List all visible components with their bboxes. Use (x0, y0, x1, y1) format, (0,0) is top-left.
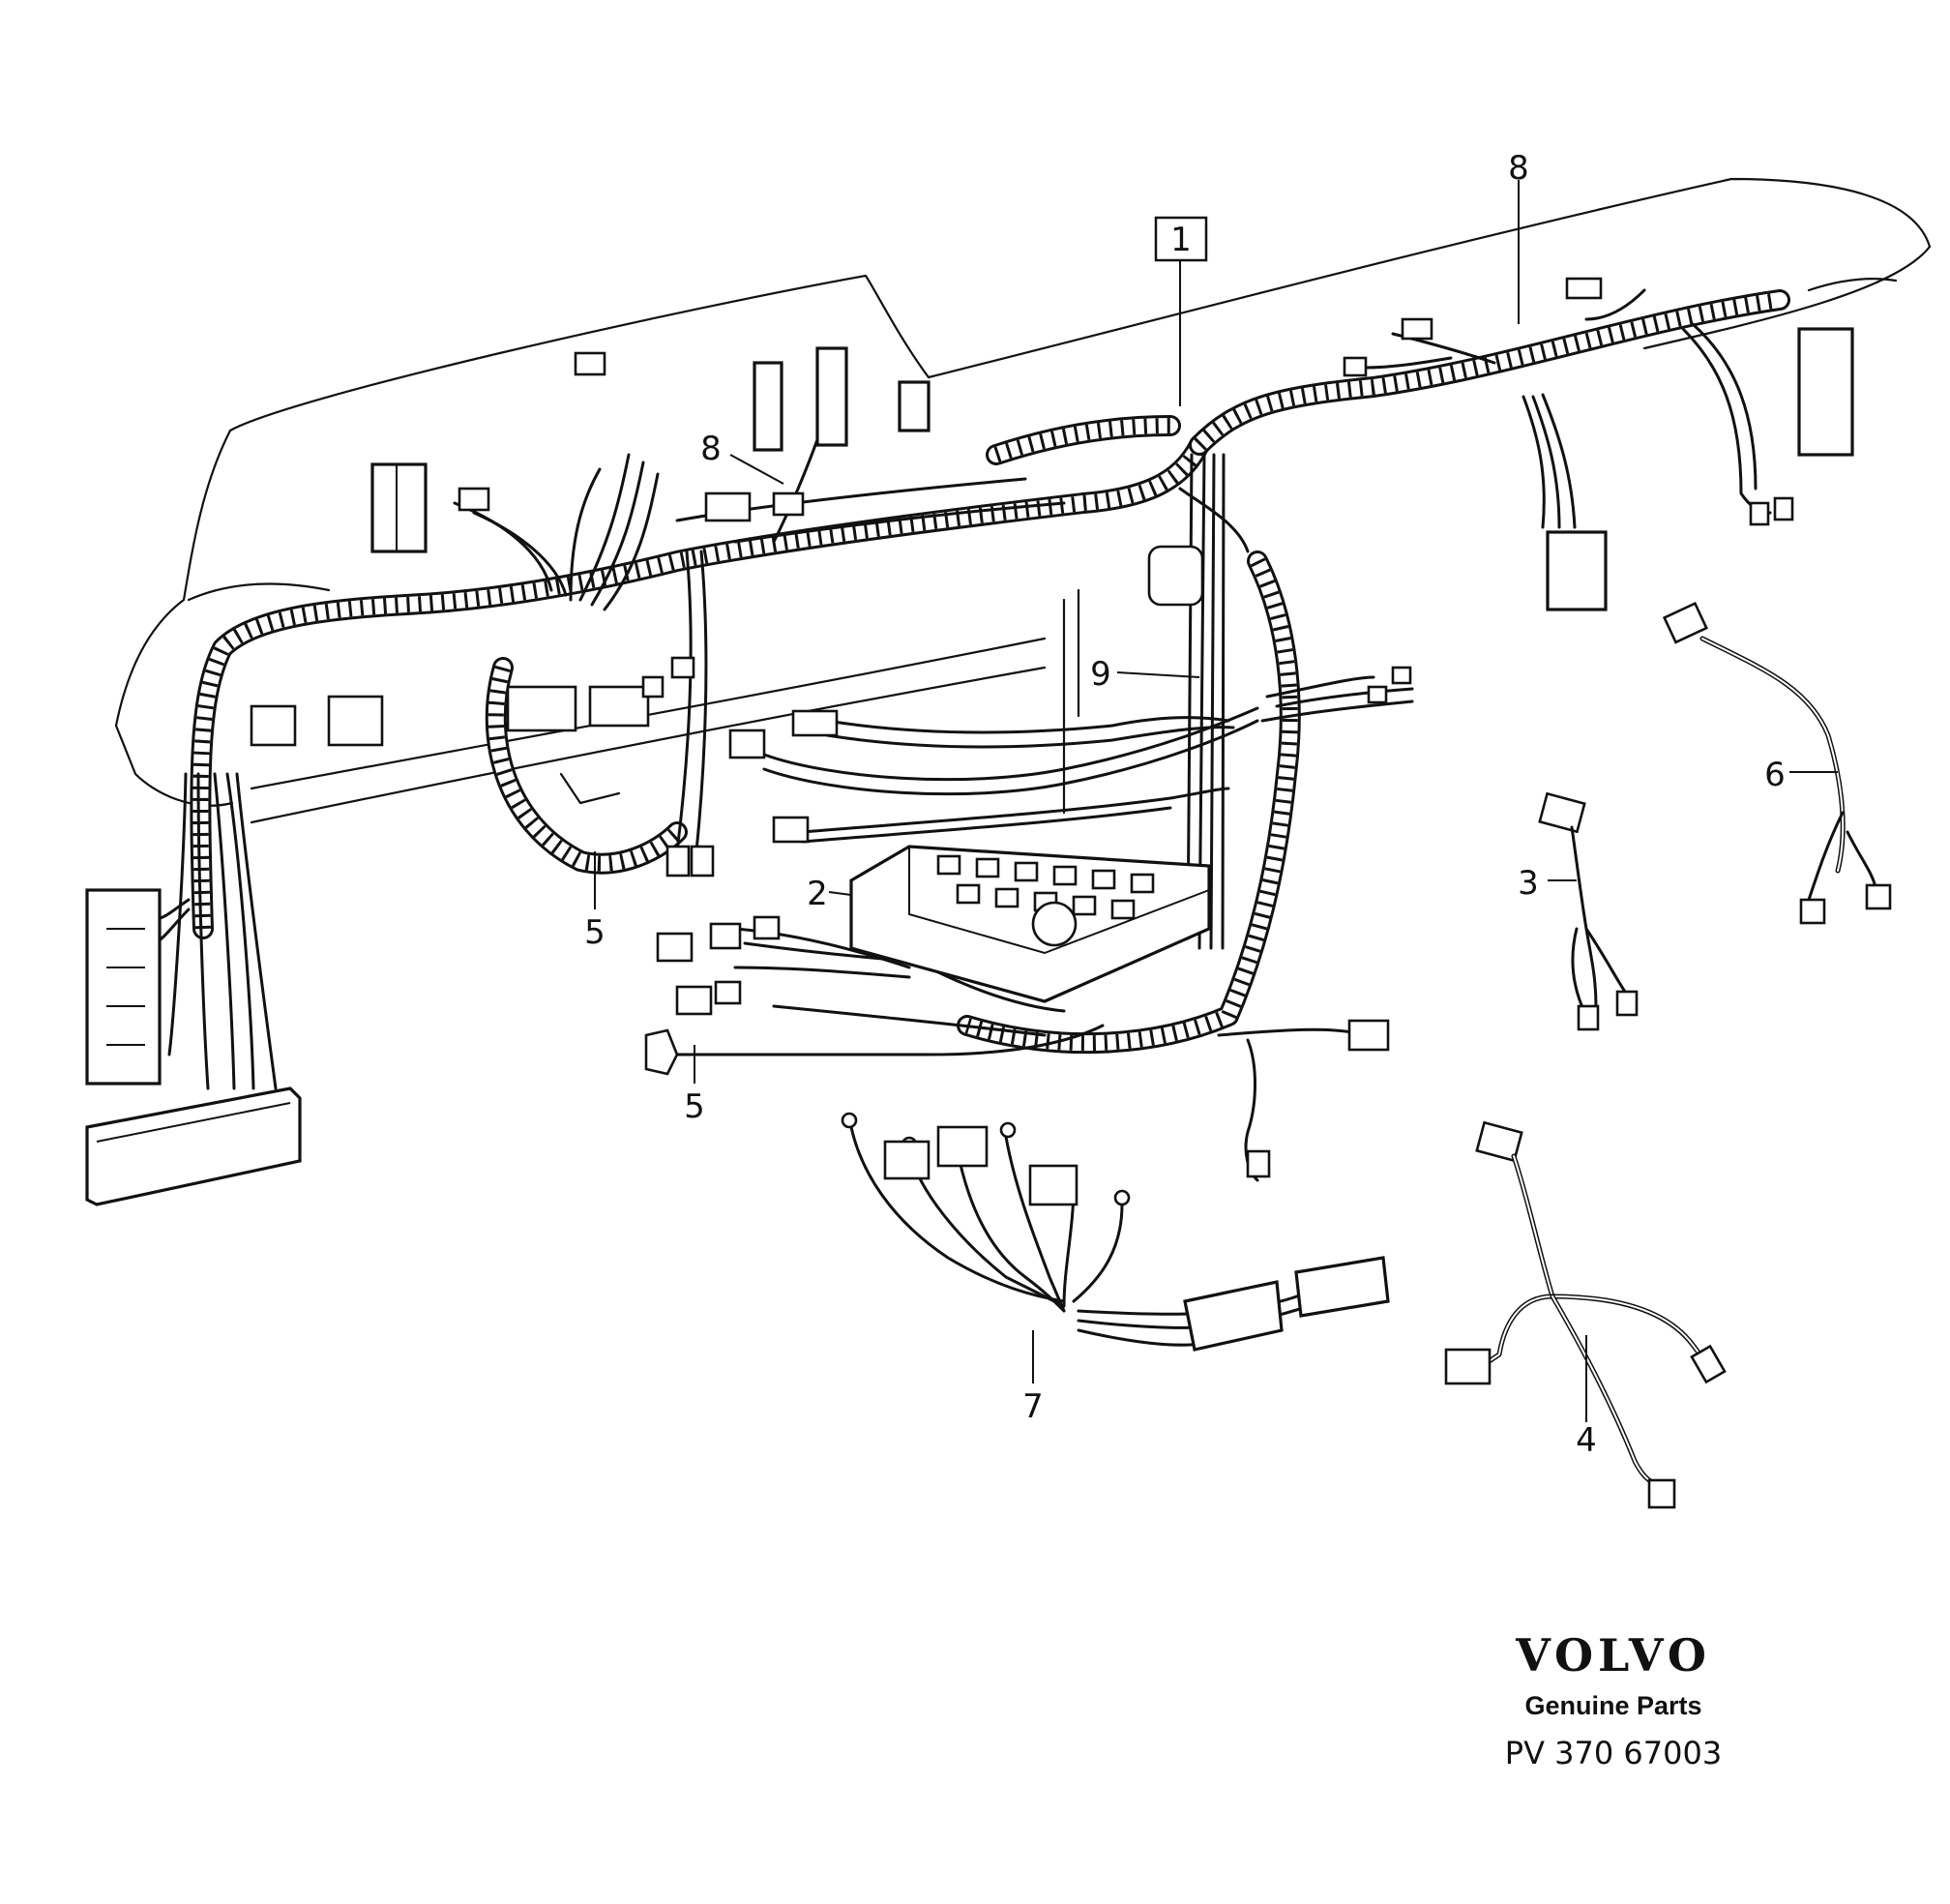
fuse-box (85, 888, 302, 1206)
callout-1: 1 (1170, 221, 1192, 259)
part-number: PV 370 67003 (1505, 1735, 1722, 1771)
fuse-tray (85, 1086, 302, 1206)
callout-labels: 1 8 8 9 2 3 6 4 5 5 7 (584, 149, 1786, 1460)
connector (250, 704, 297, 747)
connector (574, 351, 606, 376)
callout-6: 6 (1764, 756, 1786, 794)
connector-block (815, 346, 848, 447)
connector (670, 656, 695, 679)
connector-block (1294, 1256, 1390, 1318)
ring-terminal (999, 1121, 1017, 1139)
connector (728, 729, 766, 759)
connector (1662, 601, 1708, 644)
connector (709, 922, 742, 950)
callout-8-left: 8 (700, 430, 722, 468)
connector (458, 487, 490, 512)
connector (1028, 1164, 1078, 1206)
callout-2: 2 (807, 875, 828, 913)
connector (1246, 1149, 1271, 1178)
part-6-cable (1662, 601, 1892, 925)
connector (641, 675, 665, 699)
connector (1749, 501, 1770, 526)
volvo-logo: VOLVO (1515, 1629, 1711, 1681)
ring-terminal (1113, 1189, 1131, 1206)
connector (1444, 1348, 1492, 1385)
connector (1690, 1344, 1727, 1384)
connector (1799, 898, 1826, 925)
connector (644, 1028, 679, 1076)
connector (1773, 496, 1794, 521)
central-electrical-unit (849, 845, 1211, 1003)
brand-subtitle: Genuine Parts (1524, 1691, 1701, 1720)
connector (1565, 277, 1603, 300)
connector-block (898, 380, 931, 432)
connector (1347, 1019, 1390, 1052)
part-4-cable (1444, 1120, 1727, 1509)
connector-block (753, 361, 783, 452)
part-7-harness (841, 1112, 1390, 1352)
connector (772, 816, 810, 844)
callout-4: 4 (1576, 1421, 1597, 1460)
relay-dial (1031, 901, 1078, 947)
dashboard-outline (114, 177, 1932, 824)
connector (883, 1140, 931, 1180)
connector (704, 491, 752, 522)
fuse-slot (994, 887, 1019, 908)
fuse-slot (1091, 869, 1116, 890)
grommet (1147, 545, 1204, 607)
callout-7: 7 (1022, 1387, 1044, 1426)
fuse-slot (936, 854, 961, 876)
part-5-lower (644, 915, 781, 1076)
connector-block (1183, 1280, 1284, 1352)
main-harness (190, 289, 1790, 1055)
connector (656, 932, 694, 963)
connector (327, 695, 384, 747)
connector (665, 845, 691, 878)
callout-box-1 (1154, 216, 1208, 262)
connector (1647, 1478, 1676, 1509)
connector (690, 845, 715, 878)
callout-9: 9 (1090, 655, 1111, 694)
callout-3: 3 (1518, 864, 1539, 903)
fuse-slot (1072, 895, 1097, 916)
callout-5-lower: 5 (684, 1087, 705, 1126)
connector (675, 985, 713, 1016)
connector (588, 685, 650, 728)
part-3-cable (1538, 791, 1639, 1031)
fuse-block (85, 888, 162, 1086)
connector (1615, 990, 1639, 1017)
connector (791, 709, 839, 737)
callout-5-upper: 5 (584, 913, 606, 952)
ring-terminal (841, 1112, 858, 1129)
connector (1865, 883, 1892, 910)
branch-wires (153, 288, 1772, 1182)
leaders (594, 180, 1838, 1422)
fuse-slot (1130, 873, 1155, 894)
fuse-slot (975, 857, 1000, 878)
fuse-slot (1014, 861, 1039, 882)
fuse-slot (956, 883, 981, 905)
connector (1401, 317, 1433, 341)
connector (1391, 666, 1412, 685)
connector (1475, 1120, 1523, 1163)
callout-8-right: 8 (1508, 149, 1529, 188)
main-connectors (250, 277, 1854, 1178)
fuse-slot (1052, 865, 1078, 886)
connector-block (370, 462, 428, 553)
fuse-slot (1110, 899, 1136, 920)
connector (1577, 1004, 1600, 1031)
connector (1367, 685, 1388, 704)
connector (772, 491, 805, 517)
connector (936, 1125, 989, 1168)
connector (506, 685, 577, 732)
connector-block (1546, 530, 1608, 611)
connector (1538, 791, 1586, 834)
brand-block: VOLVO Genuine Parts PV 370 67003 (1505, 1629, 1722, 1771)
connector (1343, 356, 1368, 377)
connector (714, 980, 742, 1005)
connector (753, 915, 781, 940)
connector-block (1797, 327, 1854, 457)
